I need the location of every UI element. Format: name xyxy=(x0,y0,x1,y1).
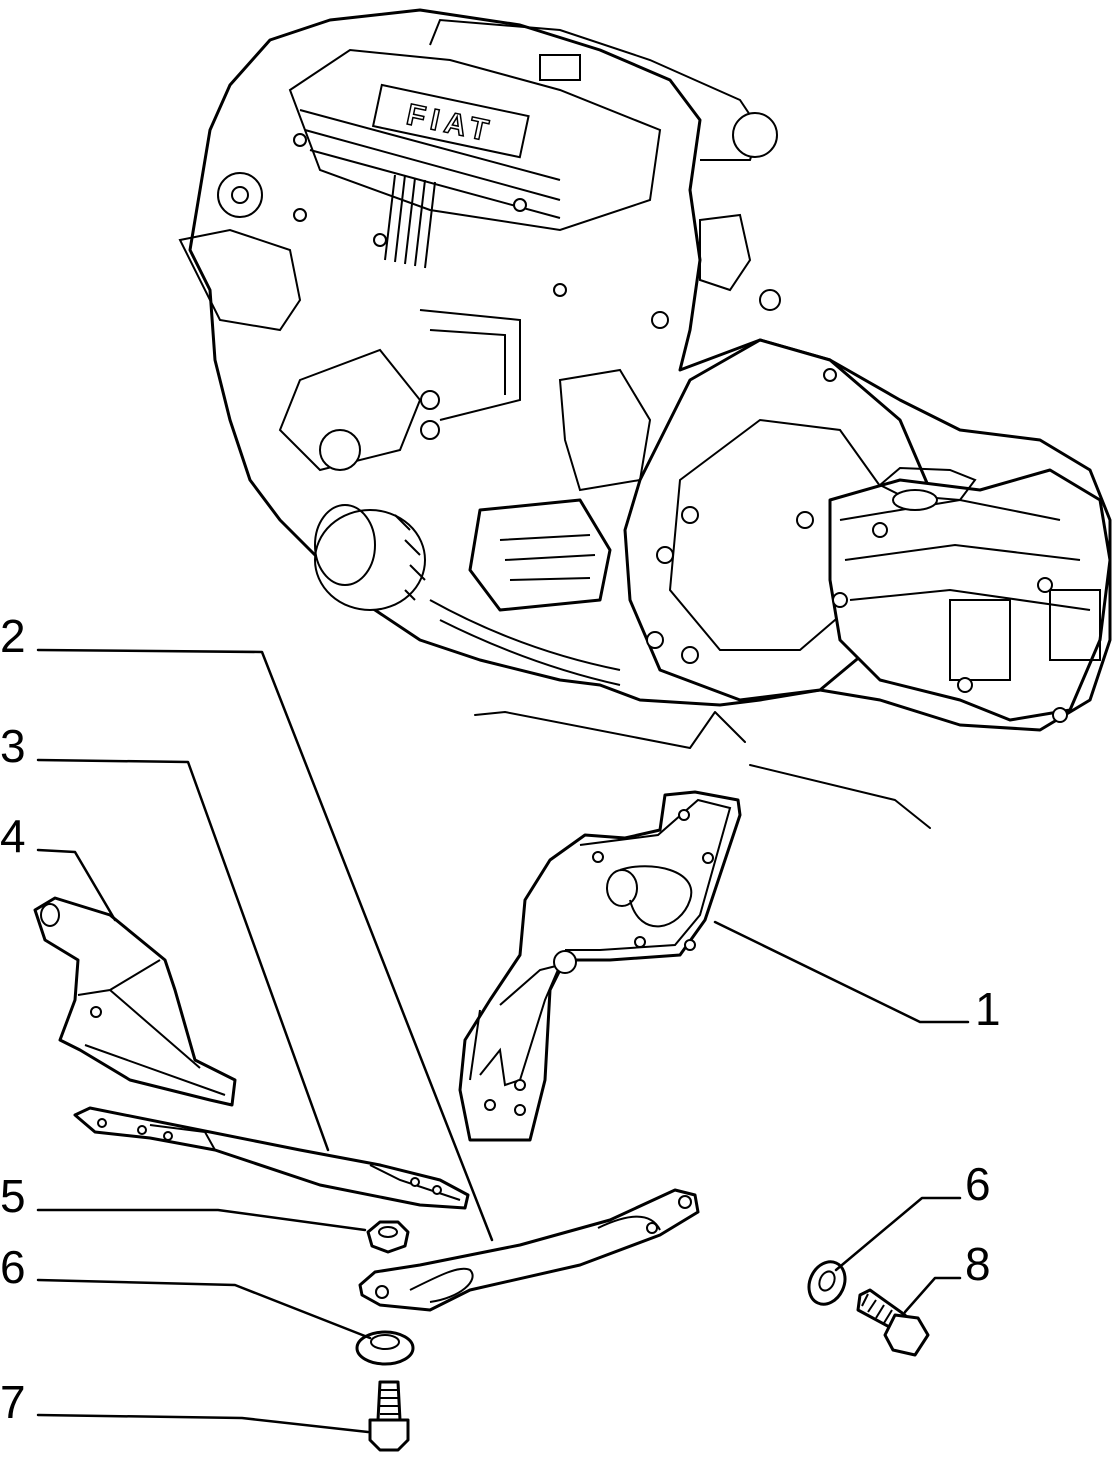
callout-8: 8 xyxy=(965,1238,991,1290)
leader-line-5 xyxy=(36,1208,367,1232)
callout-2: 2 xyxy=(0,610,26,662)
leader-line-7 xyxy=(36,1413,370,1434)
leader-lines xyxy=(36,648,970,1434)
callout-labels: 1 2 3 4 5 6 6 7 8 xyxy=(0,610,1001,1428)
part-2-lower-strut xyxy=(358,1188,700,1312)
starter-motor xyxy=(468,498,612,612)
part-3-stay-bar xyxy=(73,1106,470,1210)
leader-line-4 xyxy=(36,848,117,922)
part-7-bolt xyxy=(368,1380,410,1452)
gearbox xyxy=(828,466,1112,723)
callout-4: 4 xyxy=(0,810,26,862)
part-8-bolt xyxy=(856,1288,930,1357)
callout-1: 1 xyxy=(975,983,1001,1035)
part-6-washer-right xyxy=(807,1260,847,1306)
part-1-mounting-bracket xyxy=(458,790,742,1142)
callout-6b: 6 xyxy=(965,1158,991,1210)
leader-line-1 xyxy=(713,920,970,1024)
oil-filter xyxy=(314,504,426,611)
leader-line-6a xyxy=(36,1278,372,1340)
callout-6a: 6 xyxy=(0,1241,26,1293)
leader-line-6b xyxy=(834,1196,962,1272)
callout-7: 7 xyxy=(0,1376,26,1428)
callout-3: 3 xyxy=(0,720,26,772)
part-4-angle-bracket xyxy=(33,896,237,1107)
engine-gearbox-assembly: FIAT xyxy=(178,8,1112,829)
part-5-hex-nut xyxy=(366,1220,410,1254)
leader-line-2 xyxy=(36,648,494,1242)
callout-5: 5 xyxy=(0,1170,26,1222)
part-6-washer-left xyxy=(355,1330,415,1366)
leader-line-8 xyxy=(903,1276,962,1314)
leader-line-3 xyxy=(36,758,330,1152)
